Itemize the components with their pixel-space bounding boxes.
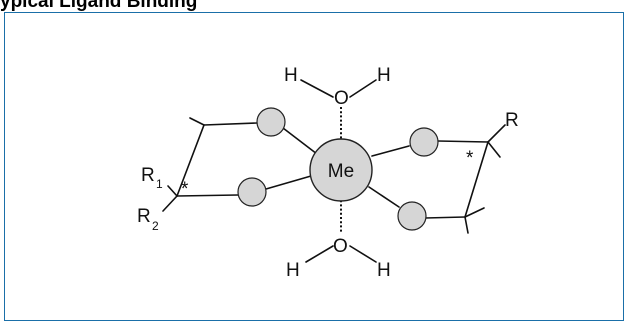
metal-label: Me [328,161,354,182]
bond-top-h-right [349,79,377,98]
bond-bottom-h-right [349,245,377,263]
metal-bond-right-lower [368,186,400,208]
bottom-o-label: O [333,236,348,257]
left-ring: R 1 R 2 * [137,107,318,233]
left-ring-tick-top [189,117,205,126]
metal-bond-left-lower [265,175,312,190]
right-ring: R * [368,110,519,234]
right-ring-tick-r [487,124,506,143]
bond-top-h-left [300,79,334,98]
ligand-atom-right-lower [397,201,427,231]
right-ring-tick-side [487,141,501,158]
water-bottom: O H H [286,196,391,281]
metal-bond-left-upper [282,127,318,155]
left-ring-bond-side [176,124,205,197]
water-top: H O H [284,65,391,144]
bond-bottom-h-left [305,245,334,263]
left-ring-bond-bottom [176,194,239,197]
top-h-left-label: H [284,65,298,86]
right-chiral-marker: * [466,148,474,169]
right-ring-tick-bottom [464,207,485,218]
metal-center: Me [309,138,373,202]
ligand-atom-right-upper [409,127,439,157]
bottom-h-left-label: H [286,260,300,281]
left-chiral-marker: * [181,179,189,200]
right-ring-bond-side [464,141,489,218]
r2-subscript: 2 [152,219,159,233]
left-ring-bond-top [203,122,258,126]
metal-atom [309,138,373,202]
bottom-h-right-label: H [377,260,391,281]
top-h-right-label: H [377,65,391,86]
metal-bond-right-upper [371,145,410,157]
right-ring-tick-bottom-down [464,216,469,234]
page-title: ypical Ligand Binding [0,0,198,12]
right-ring-bond-top [437,140,489,143]
right-ring-bond-bottom [424,216,466,219]
r2-label: R [137,206,151,227]
ligand-atom-left-lower [237,177,267,207]
r1-subscript: 1 [156,177,163,191]
top-o-label: O [334,88,349,109]
r-label: R [505,110,519,131]
r1-label: R [141,165,155,186]
left-ring-tick-r1 [167,185,178,197]
ligand-atom-left-upper [256,107,286,137]
left-ring-tick-r2 [162,195,178,212]
